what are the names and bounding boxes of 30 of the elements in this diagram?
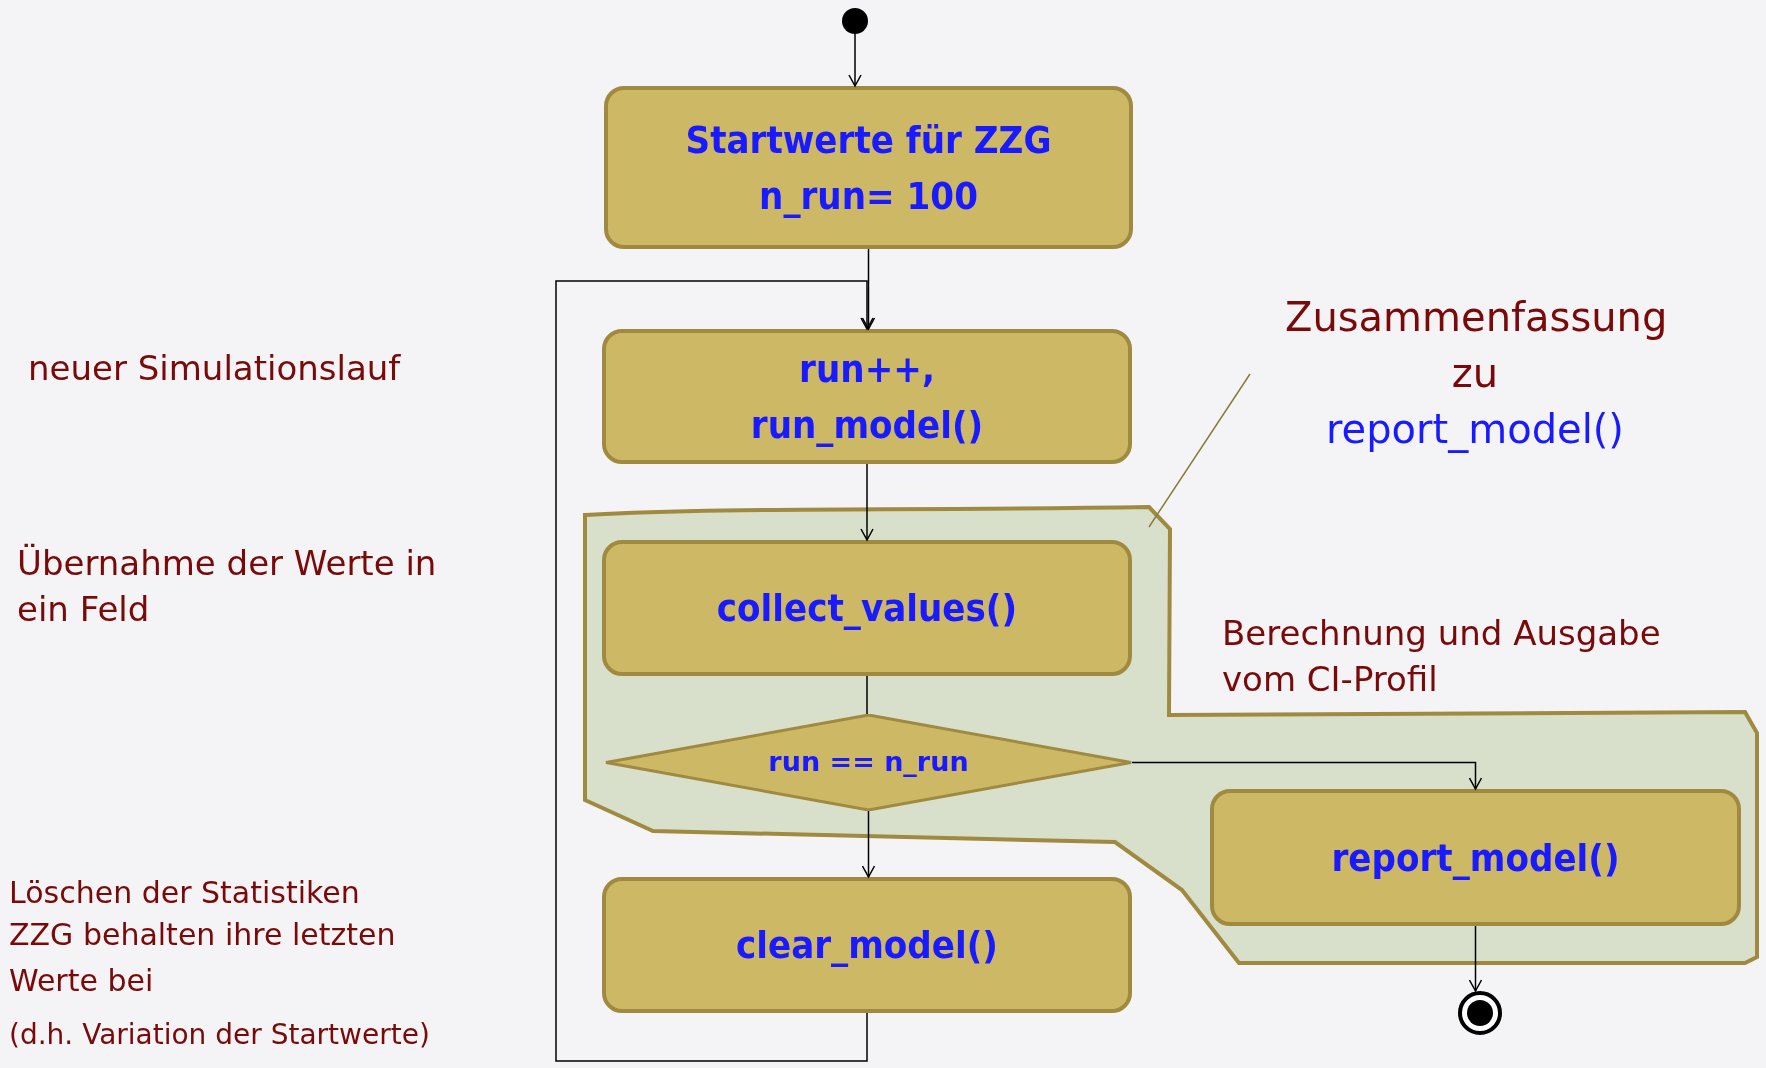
arrow bbox=[848, 33, 862, 87]
node-text: Startwerte für ZZG bbox=[685, 116, 1052, 164]
annotation-text: report_model() bbox=[1326, 405, 1624, 455]
arrow bbox=[861, 248, 876, 330]
node-text: n_run= 100 bbox=[759, 172, 978, 220]
annotation-text: Übernahme der Werte in ein Feld bbox=[17, 542, 438, 631]
connector-line bbox=[866, 675, 868, 715]
connector-line bbox=[1148, 373, 1251, 528]
arrow bbox=[1468, 925, 1483, 992]
arrow bbox=[861, 810, 876, 878]
process-box bbox=[602, 877, 1132, 1013]
arrow bbox=[1131, 761, 1483, 790]
annotation-text: (d.h. Variation der Startwerte) bbox=[9, 1017, 430, 1053]
arrow bbox=[860, 463, 874, 541]
process-box bbox=[604, 86, 1133, 249]
node-text: collect_values() bbox=[716, 585, 1018, 632]
node-text: run == n_run bbox=[768, 745, 969, 780]
annotation-text: Berechnung und Ausgabe vom CI-Profil bbox=[1222, 612, 1662, 701]
annotation-text: ZZG behalten ihre letzten Werte bei bbox=[9, 916, 397, 1000]
annotation-text: Zusammenfassung zu bbox=[1285, 293, 1665, 398]
node-text: run++, bbox=[799, 345, 935, 393]
annotation-text: Löschen der Statistiken bbox=[9, 874, 360, 912]
arrow bbox=[555, 280, 874, 1062]
annotation-text: neuer Simulationslauf bbox=[28, 347, 401, 390]
process-box bbox=[602, 540, 1132, 676]
node-text: report_model() bbox=[1331, 834, 1620, 882]
node-text: run_model() bbox=[750, 401, 984, 449]
process-box bbox=[602, 329, 1132, 464]
process-box bbox=[1210, 789, 1741, 926]
node-text: clear_model() bbox=[736, 922, 998, 969]
